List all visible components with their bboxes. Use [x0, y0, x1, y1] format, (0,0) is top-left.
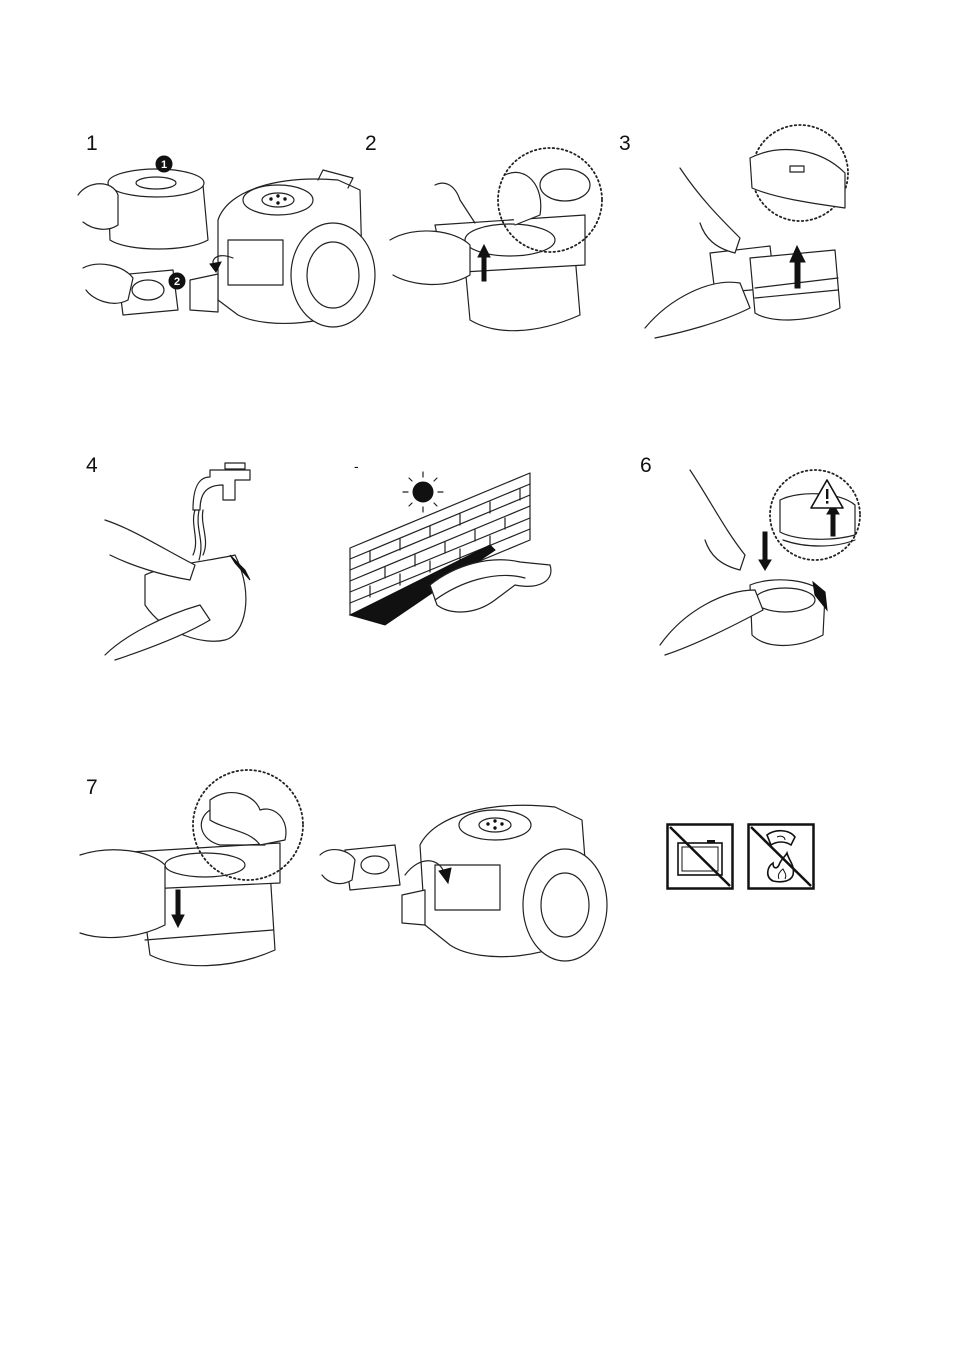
- step-6-number: 6: [640, 455, 652, 476]
- step-2-illustration: [385, 145, 605, 335]
- step-5-illustration: [345, 470, 560, 630]
- sun-icon: [413, 482, 433, 502]
- callout-1: 1: [161, 159, 167, 171]
- step-7-illustration: [80, 765, 310, 970]
- reassemble-illustration: [320, 795, 610, 975]
- step-6-illustration: [655, 470, 865, 660]
- step-3-illustration: [640, 128, 855, 343]
- no-dryer-icon: [666, 823, 734, 890]
- step-1-illustration: 1 2: [78, 150, 368, 335]
- step-4-number: 4: [86, 455, 98, 476]
- step-4-illustration: [105, 455, 270, 665]
- step-3-number: 3: [619, 133, 631, 154]
- no-fire-icon: [747, 823, 815, 890]
- callout-2: 2: [174, 276, 180, 288]
